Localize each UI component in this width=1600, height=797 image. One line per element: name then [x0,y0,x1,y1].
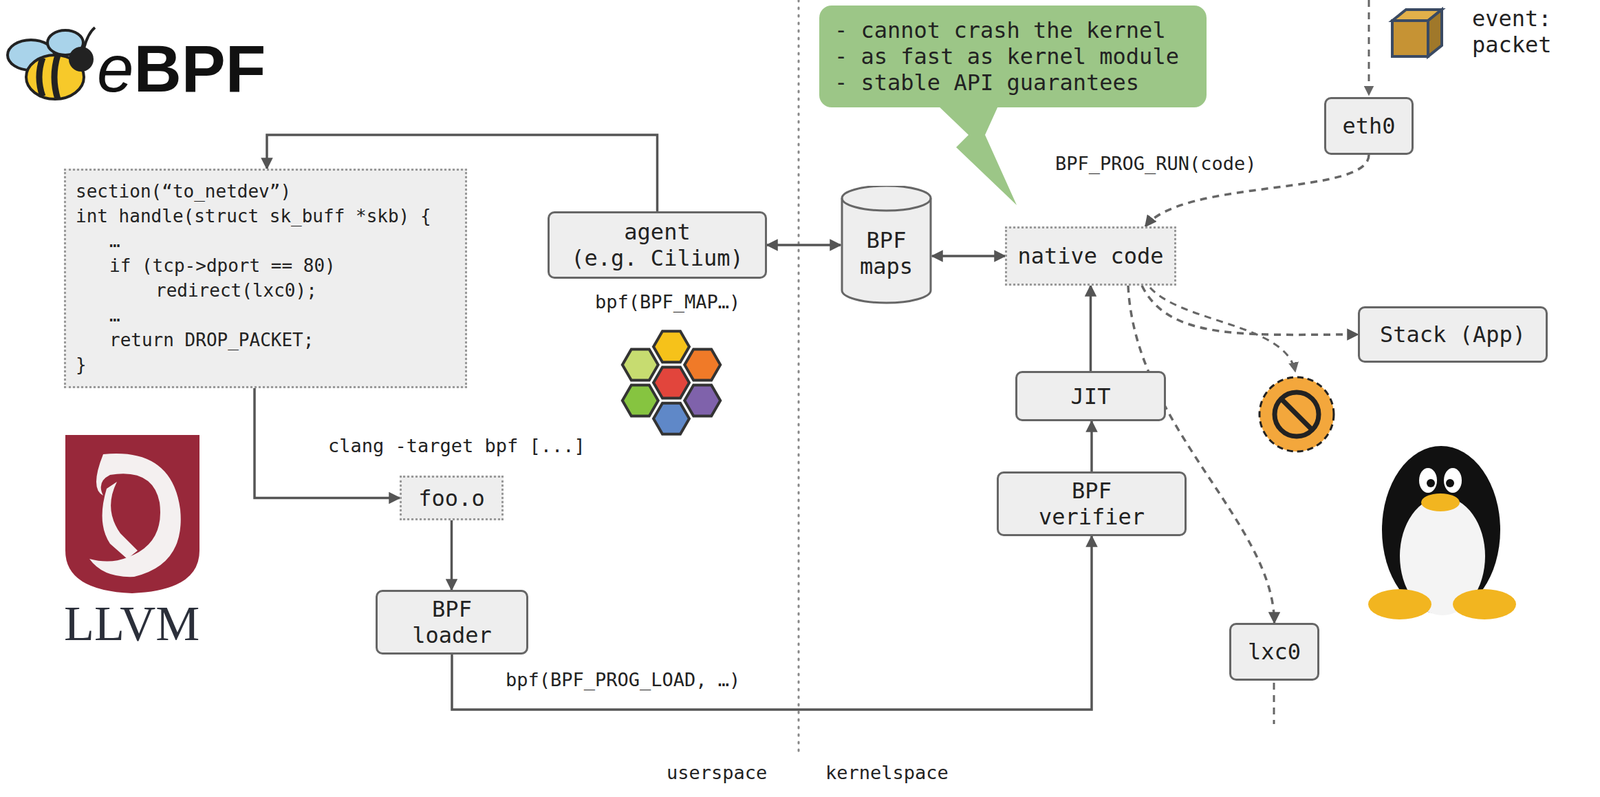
code-line: redirect(lxc0); [75,277,318,303]
flow-arrow [1089,285,1093,371]
callout-text: - cannot crash the kernel [834,17,1166,44]
tux-eye [1443,467,1462,493]
cilium-hex [653,330,690,362]
flow-arrow [766,243,841,247]
code-line: if (tcp->dport == 80) [75,253,336,278]
code-line: … [75,228,121,254]
cilium-hex [622,385,659,417]
flow-arrow [932,254,1005,258]
llvm-shield [65,434,200,593]
dashed-arrow [1141,285,1358,335]
llvm-dragon [102,481,138,559]
node-label: BPF loader [412,595,492,648]
region-label: userspace [666,761,767,784]
callout-tail [936,104,1017,205]
tux-foot [1452,588,1517,620]
llvm-dragon [89,453,181,577]
tux-pupil [1445,478,1455,488]
process-box: agent(e.g. Cilium) [547,211,767,279]
node-label: Stack (App) [1379,321,1526,348]
llvm-logo [65,434,200,593]
cilium-logo [622,330,721,435]
cube-face [1428,9,1442,57]
cilium-hex [622,348,659,380]
file-box: foo.o [399,475,504,521]
api-call: BPF_PROG_RUN(code) [1055,152,1257,175]
drop-symbol [1259,376,1334,452]
interface-box: lxc0 [1229,622,1320,681]
tux-foot [1368,588,1432,620]
process-box: BPF verifier [996,471,1187,536]
node-label: BPF verifier [1038,477,1145,530]
storage-cylinder: BPF maps [840,185,933,305]
callout-text: - stable API guarantees [834,69,1140,96]
node-label: eth0 [1342,112,1396,139]
cilium-hex [653,403,690,435]
code-line: int handle(struct sk_buff *skb) { [75,203,432,229]
node-label: native code [1018,242,1164,269]
edge-label: bpf(BPF_PROG_LOAD, …) [502,668,743,691]
interface-box: eth0 [1324,96,1414,155]
lxc-line [1273,682,1276,724]
cube-face [1392,20,1429,57]
bee-stripe [39,55,58,100]
node-label: JIT [1071,383,1111,410]
cilium-hex [653,367,690,399]
node-label: foo.o [418,484,485,512]
dashed-arrow [1128,285,1275,623]
node-label: lxc0 [1247,638,1301,665]
region-label: kernelspace [825,761,949,784]
space-divider [797,0,800,755]
code-line: … [75,302,121,328]
code-line: return DROP_PACKET; [75,327,314,353]
edge-label: clang -target bpf [...] [325,434,589,457]
drop-slash [1280,398,1313,430]
flow-arrow [1090,420,1094,472]
flow-arrow [451,535,1092,710]
tux-eye [1419,467,1437,493]
flow-arrow [450,520,454,590]
cylinder-body [841,185,931,303]
code-box: native code [1004,226,1177,286]
drop-line [1150,287,1296,372]
code-line: section(“to_netdev”) [75,178,291,204]
process-box: JIT [1015,370,1166,421]
drop-ring [1274,392,1319,437]
api-call: bpf(BPF_MAP…) [595,290,741,313]
packet-cube [1392,9,1442,57]
drop-disc [1259,376,1334,452]
node-label: (e.g. Cilium) [570,244,743,272]
event-label: event: packet [1472,5,1552,58]
tux-beak [1421,493,1460,512]
tux-pupil [1426,478,1435,488]
logo-text: LLVM [63,597,200,650]
bee-logo [7,27,95,100]
process-box: Stack (App) [1357,306,1548,363]
tux [1368,445,1517,620]
logo-text: eBPF [96,34,266,104]
process-box: BPF loader [375,589,529,655]
node-label: agent [623,218,690,245]
event-line [1368,0,1371,95]
code-box: section(“to_netdev”)int handle(struct sk… [63,168,468,388]
cylinder-lip [841,198,931,211]
node-label: BPF maps [852,226,920,280]
cilium-hex [684,385,721,417]
callout-text: - as fast as kernel module [834,43,1180,70]
code-line: } [75,352,87,377]
bee-head [68,46,94,72]
bee-antenna [83,27,95,49]
callout-bubble: - cannot crash the kernel- as fast as ke… [819,5,1207,108]
cilium-hex [684,348,721,380]
